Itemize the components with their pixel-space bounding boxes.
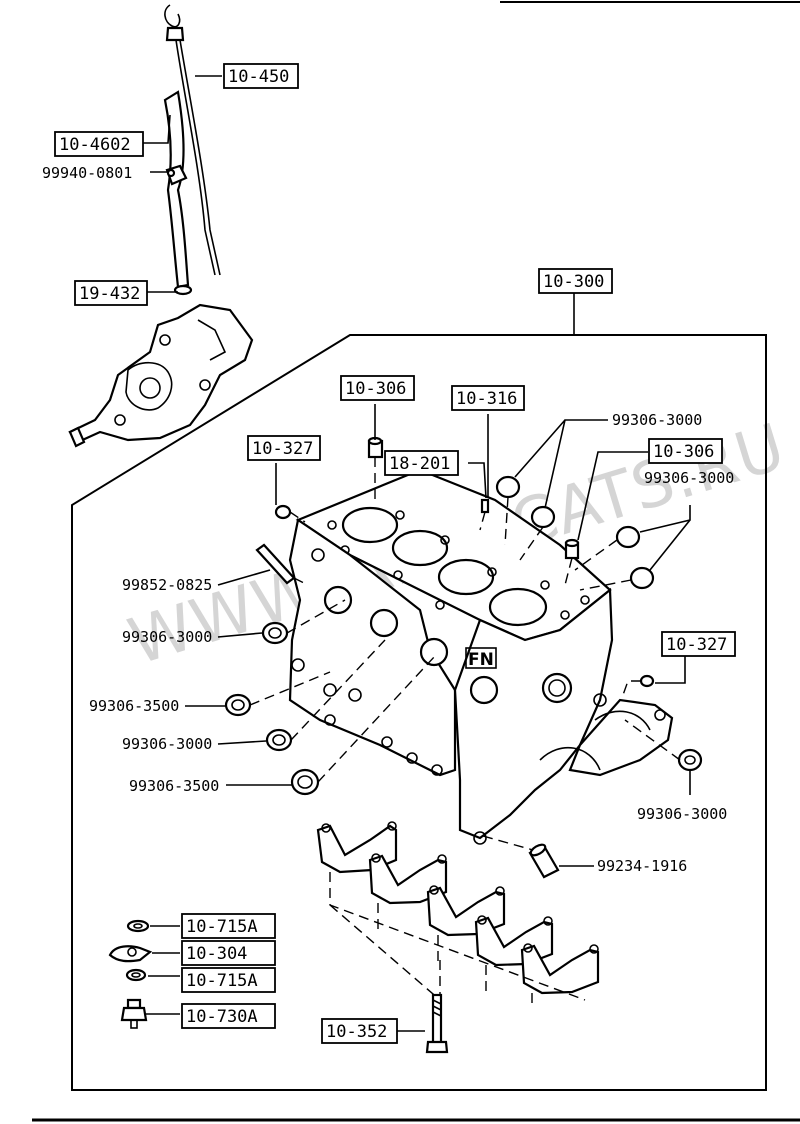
label-99852-0825: 99852-0825 [122,576,212,594]
svg-text:99940-0801: 99940-0801 [42,164,132,182]
svg-text:10-306: 10-306 [345,379,406,399]
cylinder-block: FN [288,468,674,845]
svg-text:10-715A: 10-715A [186,971,258,991]
svg-text:10-327: 10-327 [252,439,313,459]
label-99306-3000-lower-right: 99306-3000 [637,805,727,823]
svg-text:99306-3000: 99306-3000 [637,805,727,823]
label-10-715A-lower: 10-715A [181,967,276,993]
svg-text:10-300: 10-300 [543,272,604,292]
label-18-201: 18-201 [384,450,459,476]
label-99306-3000-left-2: 99306-3000 [122,735,212,753]
svg-text:10-450: 10-450 [228,67,289,87]
dowel-sleeve [528,843,560,879]
svg-text:99306-3000: 99306-3000 [122,735,212,753]
svg-text:10-715A: 10-715A [186,917,258,937]
label-99940-0801: 99940-0801 [42,164,132,182]
label-10-306-right: 10-306 [648,438,723,464]
leader-lines [143,75,691,1032]
svg-text:10-4602: 10-4602 [59,135,131,155]
label-99306-3000-right: 99306-3000 [644,469,734,487]
svg-text:10-306: 10-306 [653,442,714,462]
label-99234-1916: 99234-1916 [597,857,687,875]
svg-text:99306-3500: 99306-3500 [129,777,219,795]
svg-text:99852-0825: 99852-0825 [122,576,212,594]
label-10-327-right: 10-327 [661,631,736,657]
svg-text:10-327: 10-327 [666,635,727,655]
svg-text:99306-3500: 99306-3500 [89,697,179,715]
label-10-4602: 10-4602 [54,131,144,157]
label-99306-3000-upper: 99306-3000 [612,411,702,429]
plug-alignment-lines [249,457,681,783]
svg-text:10-730A: 10-730A [186,1007,258,1027]
label-10-730A: 10-730A [181,1003,276,1029]
dipstick-assembly [163,4,221,296]
label-99306-3000-left-1: 99306-3000 [122,628,212,646]
label-10-715A-upper: 10-715A [181,913,276,939]
svg-text:99306-3000: 99306-3000 [612,411,702,429]
oil-pump-housing [68,303,254,448]
label-99306-3500-left-2: 99306-3500 [129,777,219,795]
svg-text:18-201: 18-201 [389,454,450,474]
label-19-432: 19-432 [74,280,148,306]
svg-text:10-304: 10-304 [186,944,247,964]
svg-text:10-316: 10-316 [456,389,517,409]
svg-text:99306-3000: 99306-3000 [644,469,734,487]
assembly-frame [71,334,767,1091]
label-99306-3500-left-1: 99306-3500 [89,697,179,715]
label-10-352: 10-352 [321,1018,398,1044]
svg-text:10-352: 10-352 [326,1022,387,1042]
label-10-304: 10-304 [181,940,276,966]
hardware-legend [108,919,153,1029]
dowel-alignment [482,835,534,851]
svg-text:19-432: 19-432 [79,284,140,304]
label-10-300: 10-300 [538,268,613,294]
label-10-316: 10-316 [451,385,525,411]
main-bearing-caps [316,821,600,995]
block-marking-text: FN [468,650,494,670]
label-10-306-upper: 10-306 [340,375,415,401]
cap-alignment-lines [329,872,586,1005]
main-bearing-bolt [425,993,449,1054]
label-10-327-left: 10-327 [247,435,321,461]
label-10-450: 10-450 [223,63,299,89]
svg-text:99306-3000: 99306-3000 [122,628,212,646]
svg-text:99234-1916: 99234-1916 [597,857,687,875]
